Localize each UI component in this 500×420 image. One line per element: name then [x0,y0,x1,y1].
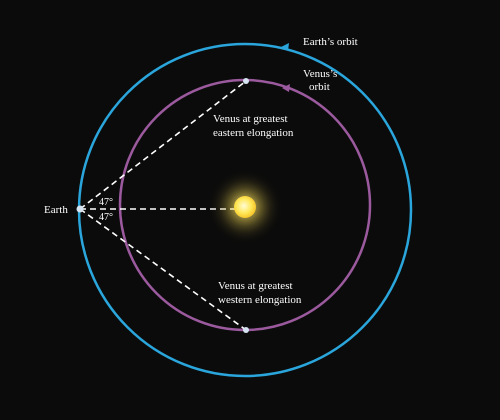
western-elongation-label-line2: western elongation [218,294,302,306]
eastern-elongation-label-line2: eastern elongation [213,127,294,139]
earth-orbit-label: Earth’s orbit [303,36,358,48]
venus-icon-western [243,327,249,333]
venus-icon-eastern [243,78,249,84]
sun-icon [234,196,256,218]
sight-line-eastern [79,80,247,210]
earth-label: Earth [44,204,68,216]
venus-orbit-label-line1: Venus’s [303,68,337,80]
sight-line-western [79,208,247,331]
earth-orbit-direction-arrow [281,43,289,51]
venus-orbit-label-line2: orbit [309,81,330,93]
angle-label-upper: 47° [99,197,113,208]
venus-orbit-direction-arrow [282,84,290,92]
earth-icon [76,205,84,213]
eastern-elongation-label-line1: Venus at greatest [213,113,288,125]
angle-label-lower: 47° [99,212,113,223]
western-elongation-label-line1: Venus at greatest [218,280,293,292]
